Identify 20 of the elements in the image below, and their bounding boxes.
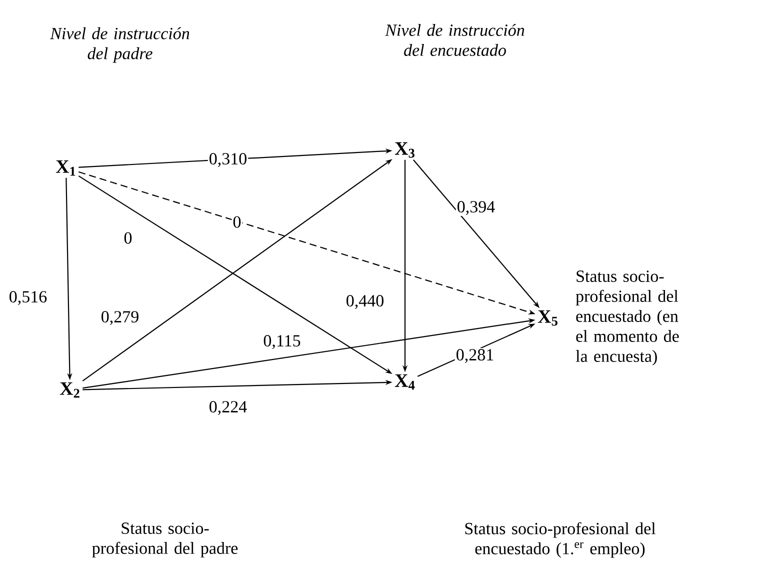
variable-label: X$_{2}$	[60, 382, 80, 398]
path-coefficient: 0,115	[262, 334, 302, 350]
path-coefficient: 0,516	[8, 290, 48, 306]
variable-label: X$_{5}$	[538, 310, 558, 326]
variable-description: Status socio-profesional del encuestado (en el momento de la encuesta)	[576, 270, 679, 366]
variable-description: Status socio-profesional del padre	[92, 522, 238, 558]
path-coefficient: 0,394	[456, 200, 496, 216]
variable-description: Status socio-profesional del encuestado (1.$^{er}$ empleo)	[465, 522, 656, 558]
variable-description: Nivel de instrucción del encuestado	[385, 24, 524, 56]
path-coefficient: 0,310	[208, 152, 248, 168]
variable-label: X$_{1}$	[56, 160, 76, 176]
variable-label: X$_{3}$	[394, 142, 414, 158]
variable-label: X$_{4}$	[394, 374, 415, 390]
path-coefficient: 0,281	[454, 348, 496, 364]
path-coefficient: 0	[232, 215, 242, 229]
variable-description: Nivel de instrucción del padre	[50, 27, 190, 63]
path-coefficient: 0,224	[208, 400, 248, 416]
path-coefficient: 0	[122, 231, 134, 245]
path-coefficient: 0,440	[344, 294, 386, 310]
path-coefficient: 0,279	[100, 310, 140, 326]
